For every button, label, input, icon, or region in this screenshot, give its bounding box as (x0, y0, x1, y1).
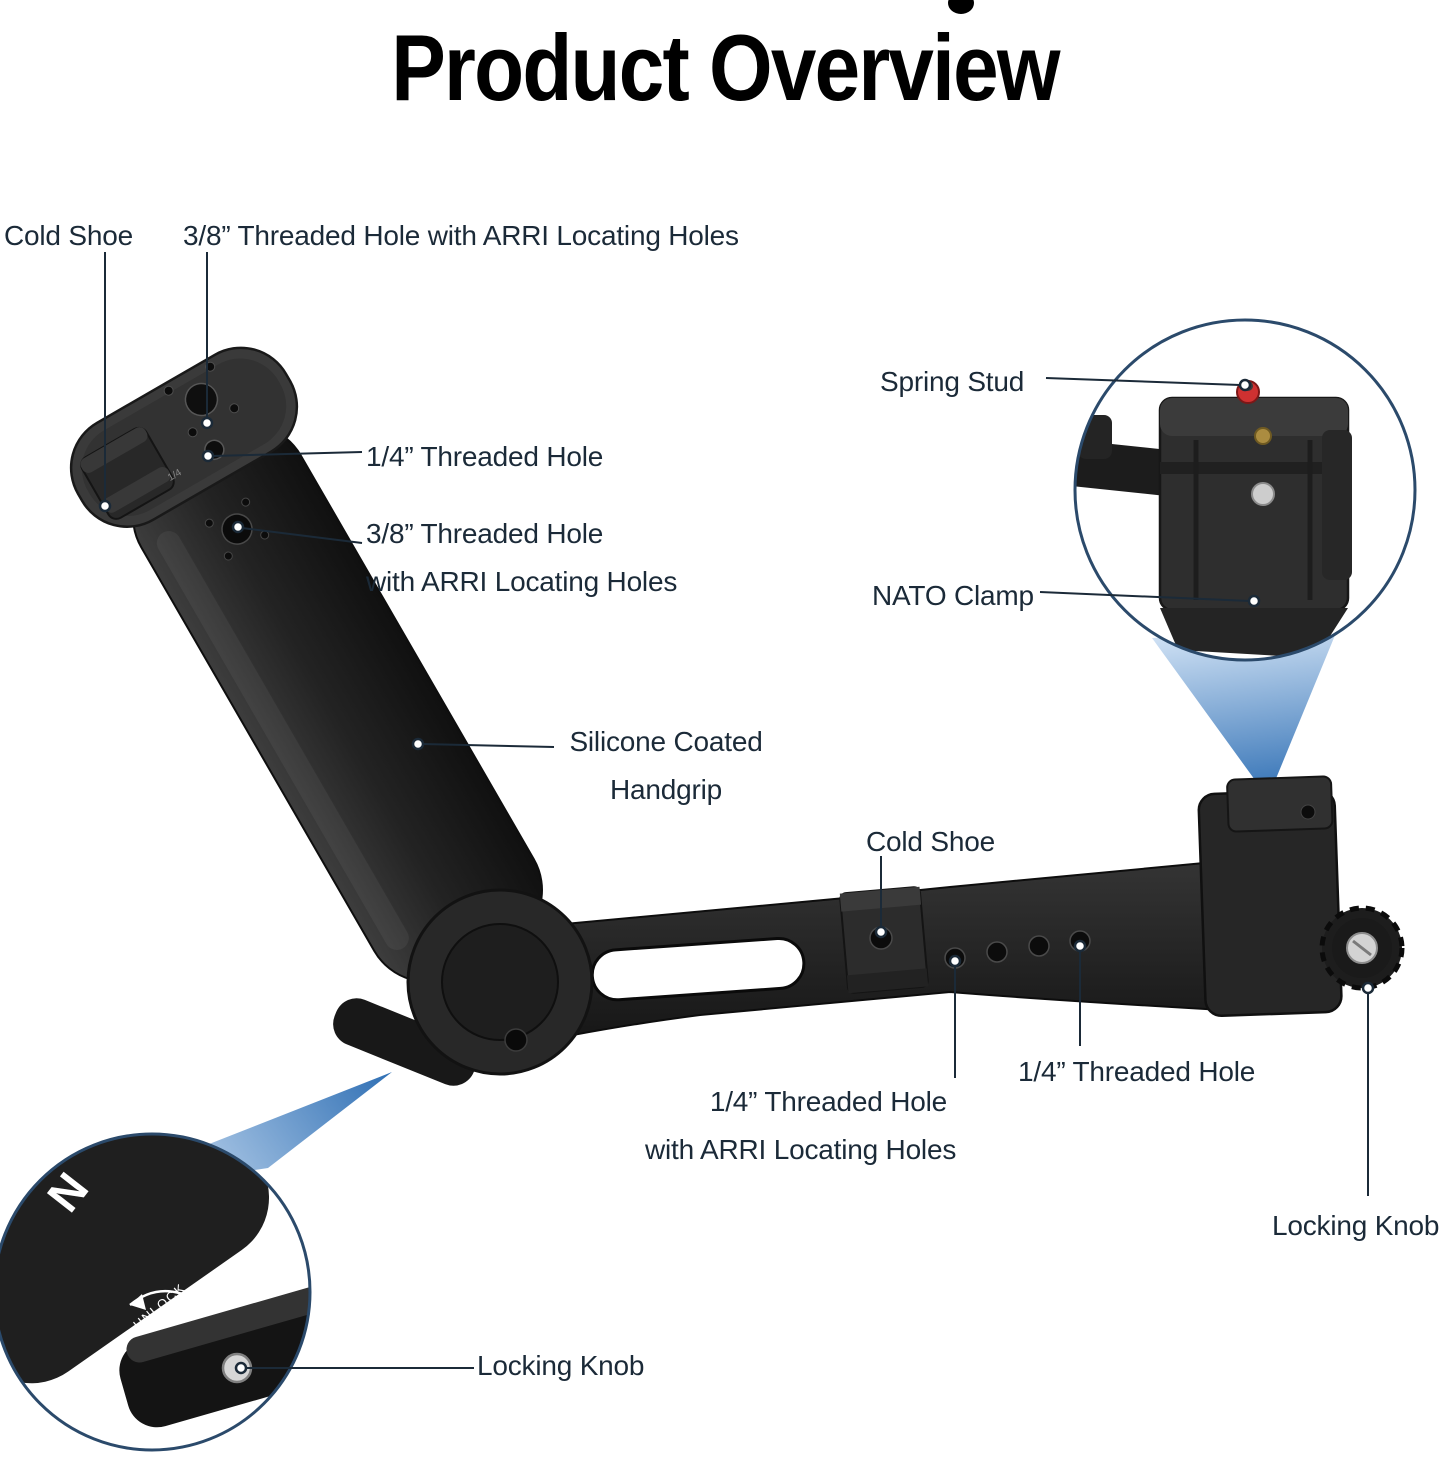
brass-insert (1254, 427, 1272, 445)
magnifier-funnel-top (1152, 628, 1338, 798)
leader-lines (104, 252, 1369, 1369)
callout-cold-shoe-arm: Cold Shoe (866, 826, 995, 857)
plate-hole (1300, 804, 1316, 820)
callout-line: 1/4” Threaded Hole (709, 1086, 947, 1117)
callout-threaded-14-arm-right: 1/4” Threaded Hole (1018, 1056, 1256, 1087)
handgrip: 1/4 (69, 346, 543, 983)
callout-nato-clamp: NATO Clamp (872, 580, 1034, 611)
inset-border-top-right (1073, 318, 1417, 662)
threaded-hole-38-side-part (204, 497, 270, 561)
clamp-screw (1251, 482, 1275, 506)
callout-threaded-38-arri-side: 3/8” Threaded Hole with ARRI Locating Ho… (366, 510, 677, 605)
pivot-joint (333, 888, 594, 1086)
pivot-lock-lever (333, 998, 477, 1086)
page-title: Product Overview (391, 15, 1060, 120)
nato-clamp-mount (1197, 775, 1405, 1018)
top-edge-mark (948, 0, 974, 14)
callout-locking-knob-right: Locking Knob (1272, 1210, 1440, 1241)
locking-knob-right-part (1319, 905, 1405, 991)
inset-nato-clamp (1073, 318, 1417, 662)
unlock-arrow-head (130, 1294, 146, 1310)
nato-rail (1226, 775, 1334, 833)
callout-threaded-14-top: 1/4” Threaded Hole (366, 441, 604, 472)
callout-silicone-handgrip: Silicone Coated Handgrip (556, 718, 776, 813)
inset-locking-knob: N UNLOCK (0, 1132, 312, 1452)
callout-threaded-14-arri-arm: 1/4” Threaded Hole with ARRI Locating Ho… (645, 1078, 957, 1173)
callout-locking-knob-bottom: Locking Knob (477, 1350, 645, 1381)
callout-line: Handgrip (609, 773, 723, 805)
inset-border-bottom-left (0, 1132, 312, 1452)
callout-line: with ARRI Locating Holes (366, 565, 678, 597)
callout-spring-stud: Spring Stud (880, 366, 1025, 397)
callout-cold-shoe-top: Cold Shoe (4, 220, 133, 251)
callout-line: with ARRI Locating Holes (645, 1133, 957, 1165)
inset-grip-body (0, 1134, 270, 1384)
callout-threaded-38-arri-top: 3/8” Threaded Hole with ARRI Locating Ho… (183, 220, 739, 251)
grip-highlight (156, 531, 409, 950)
pivot-screw-hole (504, 1028, 528, 1052)
callout-line: Silicone Coated (569, 726, 763, 757)
leader-dots (98, 378, 1375, 1375)
callout-line: 3/8” Threaded Hole (366, 518, 604, 549)
